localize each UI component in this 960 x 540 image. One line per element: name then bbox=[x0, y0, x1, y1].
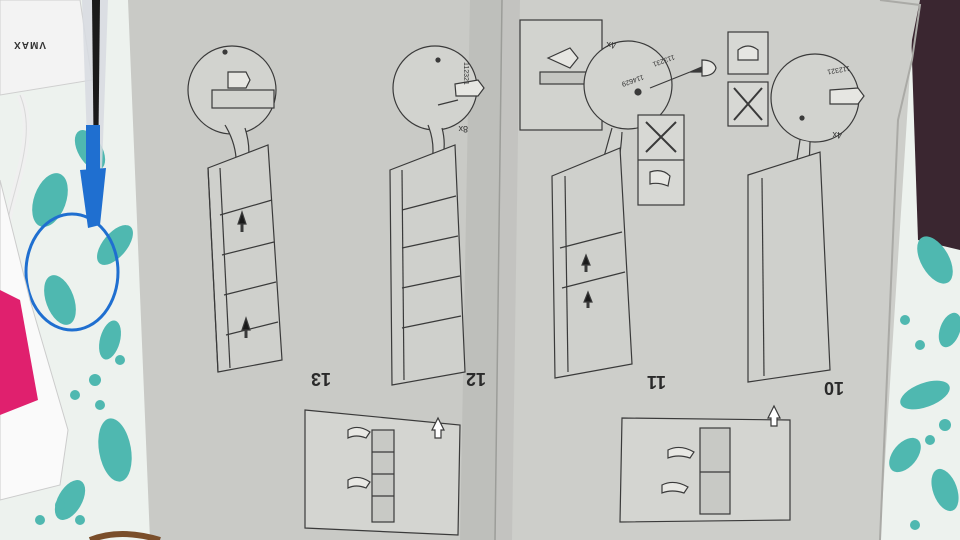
part-code-12: 112321 bbox=[462, 62, 469, 85]
step-number-12: 12 bbox=[466, 369, 486, 389]
quantity-8x: 8x bbox=[458, 124, 468, 134]
step-11-wall-panel bbox=[619, 404, 791, 523]
step-number-10: 10 bbox=[824, 378, 844, 398]
white-device bbox=[0, 179, 69, 501]
blue-pen bbox=[80, 0, 108, 228]
leaf-pattern-left bbox=[5, 130, 133, 525]
dark-corner bbox=[910, 0, 960, 250]
magenta-case bbox=[0, 290, 38, 415]
step-13-wall-panel bbox=[304, 409, 461, 536]
step-11-illustration bbox=[519, 19, 717, 379]
charger-brand: VMAX bbox=[13, 39, 46, 50]
step-number-11: 11 bbox=[647, 372, 666, 392]
step-12-illustration bbox=[389, 45, 485, 386]
step-13-illustration bbox=[187, 45, 283, 373]
rubber-band bbox=[24, 212, 120, 332]
brown-cord bbox=[88, 531, 161, 540]
quantity-4x-step-10: 4x bbox=[832, 130, 842, 140]
step-10-illustration bbox=[727, 31, 865, 383]
leaf-pattern-right bbox=[889, 236, 960, 530]
left-page bbox=[128, 0, 502, 540]
usb-charger: VMAX bbox=[0, 0, 93, 96]
part-code-10: 112321 bbox=[827, 64, 851, 75]
step-number-13: 13 bbox=[311, 369, 331, 389]
quantity-4x-step-11: 4x bbox=[606, 40, 616, 50]
